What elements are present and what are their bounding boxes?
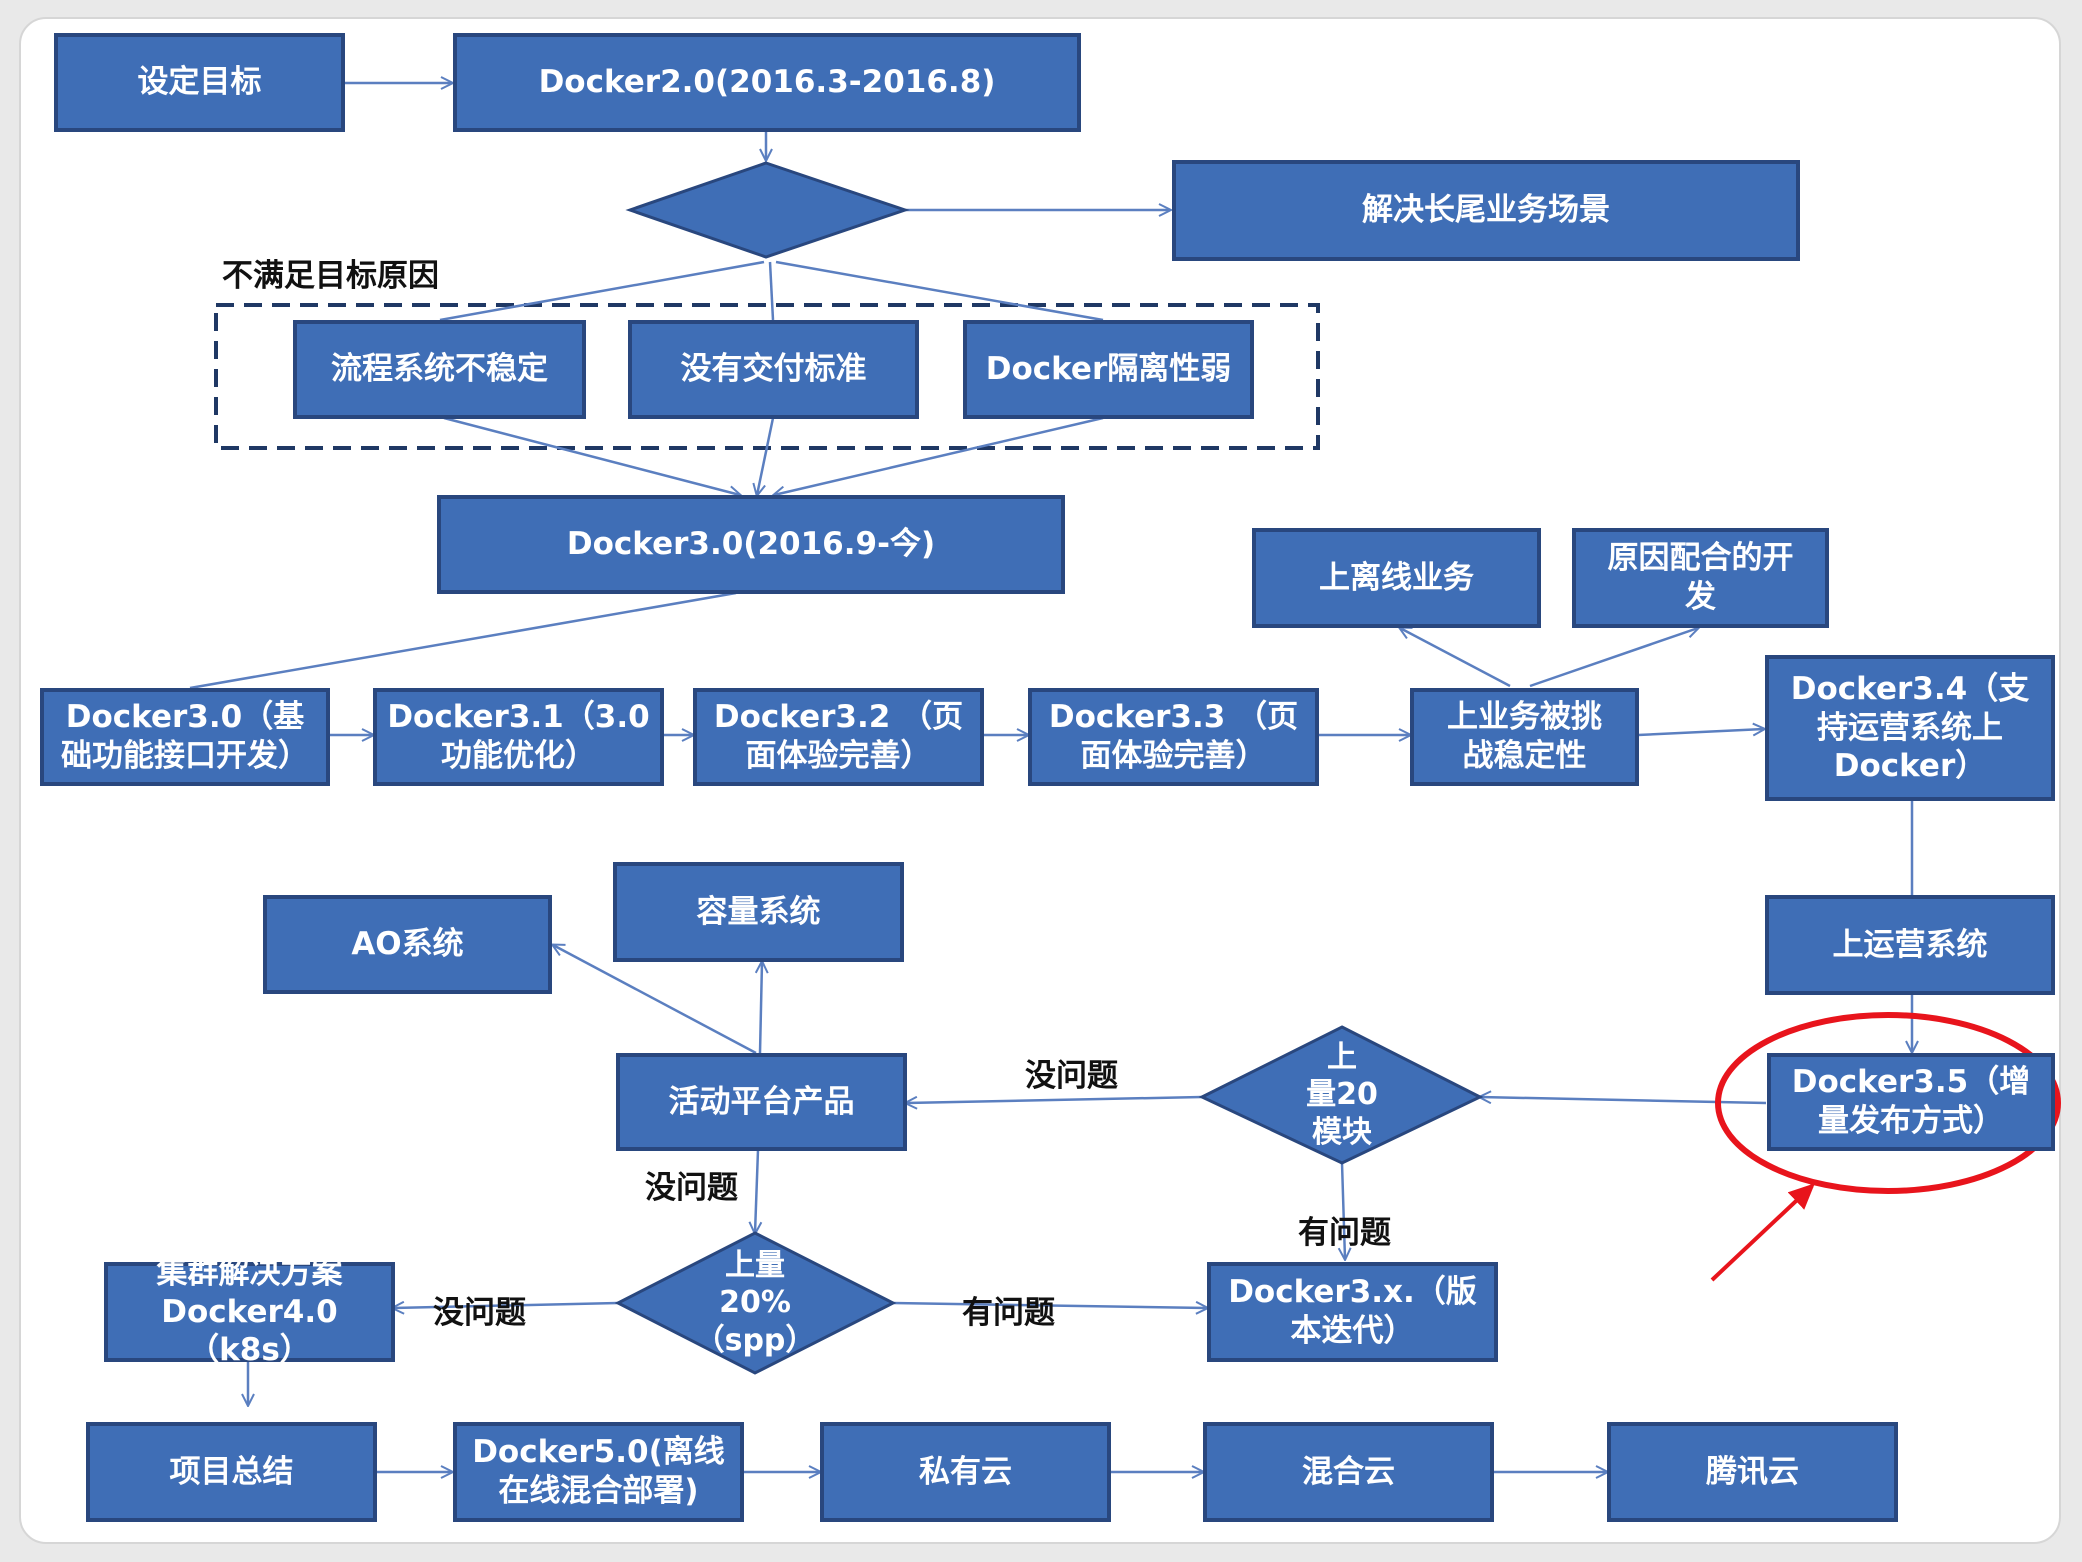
label-no-problem-spp: 没问题 <box>645 1170 738 1206</box>
line-decision-reason2 <box>768 261 775 321</box>
arrow-challenge-offline <box>1400 628 1511 688</box>
highlight-circle <box>1715 1012 2061 1194</box>
docker34-box: Docker3.4（支 持运营系统上 Docker） <box>1765 655 2055 801</box>
label-has-problem-spp: 有问题 <box>962 1295 1055 1331</box>
summary-box: 项目总结 <box>86 1422 377 1522</box>
activity-platform-box: 活动平台产品 <box>616 1053 907 1151</box>
docker33-box: Docker3.3 （页 面体验完善） <box>1028 688 1319 786</box>
arrow-challenge-d34 <box>1637 729 1764 735</box>
docker50-box: Docker5.0(离线 在线混合部署) <box>453 1422 744 1522</box>
arrow-activity-spp <box>755 1149 758 1233</box>
line-decision-reason1 <box>439 260 765 322</box>
reason-dev-box: 原因配合的开 发 <box>1572 528 1829 628</box>
line-decision-reason3 <box>775 260 1104 322</box>
label-has-problem-mod20: 有问题 <box>1298 1215 1391 1251</box>
docker32-box: Docker3.2 （页 面体验完善） <box>693 688 984 786</box>
ops-system-box: 上运营系统 <box>1765 895 2055 995</box>
offline-box: 上离线业务 <box>1252 528 1541 628</box>
decision-mod20-text: 上 量20 模块 <box>1306 1039 1378 1150</box>
docker30-box: Docker3.0(2016.9-今) <box>437 495 1065 594</box>
private-cloud-box: 私有云 <box>820 1422 1111 1522</box>
docker31-box: Docker3.1（3.0 功能优化） <box>373 688 664 786</box>
arrow-reason2-docker30 <box>757 417 775 495</box>
docker35-box: Docker3.5（增 量发布方式） <box>1767 1053 2055 1151</box>
arrow-spp-d3x <box>892 1303 1207 1308</box>
capacity-system-box: 容量系统 <box>613 862 904 962</box>
arrow-activity-capacity <box>760 962 762 1054</box>
challenge-box: 上业务被挑 战稳定性 <box>1410 688 1639 786</box>
decision-diamond-top <box>625 161 910 259</box>
docker30-base-box: Docker3.0（基 础功能接口开发） <box>40 688 330 786</box>
label-no-problem-cluster: 没问题 <box>433 1295 526 1331</box>
arrow-mod20-d3x <box>1342 1162 1345 1259</box>
tencent-cloud-box: 腾讯云 <box>1607 1422 1898 1522</box>
reason-workflow-box: 流程系统不稳定 <box>293 320 586 419</box>
arrow-reason3-docker30 <box>774 416 1104 495</box>
docker3x-box: Docker3.x.（版 本迭代） <box>1207 1262 1498 1362</box>
arrow-spp-cluster <box>393 1303 619 1308</box>
arrow-mod20-activity <box>906 1095 1203 1103</box>
arrow-activity-ao <box>553 945 757 1055</box>
label-no-problem-activity: 没问题 <box>1025 1058 1118 1094</box>
longtail-box: 解决长尾业务场景 <box>1172 160 1800 261</box>
line-docker30-d30base <box>189 591 737 690</box>
hybrid-cloud-box: 混合云 <box>1203 1422 1494 1522</box>
decision-diamond-spp <box>614 1231 897 1375</box>
highlight-arrow <box>1710 1183 1815 1282</box>
decision-diamond-mod20 <box>1198 1025 1484 1165</box>
arrow-challenge-reason <box>1529 628 1698 688</box>
docker20-box: Docker2.0(2016.3-2016.8) <box>453 33 1081 132</box>
reason-standard-box: 没有交付标准 <box>628 320 919 419</box>
decision-top-text <box>660 185 872 235</box>
ao-system-box: AO系统 <box>263 895 552 994</box>
decision-spp-text: 上量 20% （spp） <box>694 1247 816 1358</box>
arrow-reason1-docker30 <box>443 416 740 495</box>
goal-box: 设定目标 <box>54 33 345 132</box>
unmet-reason-label: 不满足目标原因 <box>222 258 439 294</box>
cluster-box: 集群解决方案 Docker4.0（k8s） <box>104 1255 395 1368</box>
reason-isolation-box: Docker隔离性弱 <box>963 320 1254 419</box>
